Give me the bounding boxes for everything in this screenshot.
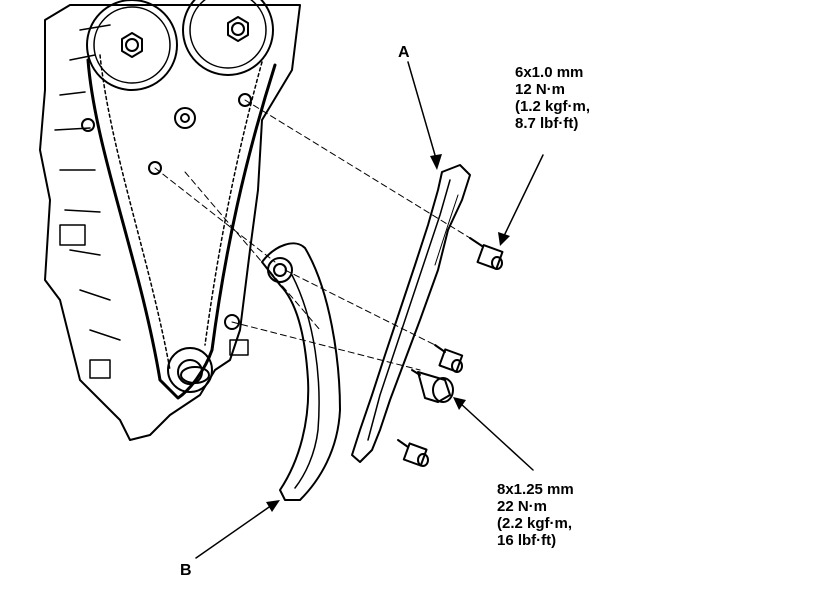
spec-top-thread: 6x1.0 mm [515, 64, 584, 81]
spec-top-torque-lbf: 8.7 lbf·ft) [515, 115, 579, 132]
intake-cam-sprocket [86, 0, 178, 91]
bolt-bottom [397, 439, 429, 467]
spec-top-leader [498, 154, 544, 246]
spec-bottom-leader [453, 397, 534, 471]
bolt-top [469, 237, 504, 270]
callout-b-label: B [180, 562, 192, 579]
chain-guide-a [351, 164, 471, 463]
spec-top-torque-kgf: (1.2 kgf·m, [515, 98, 591, 115]
block-bolt-holes [81, 93, 252, 330]
spec-bottom-thread: 8x1.25 mm [497, 481, 574, 498]
spec-top-block: 6x1.0 mm 12 N·m (1.2 kgf·m, 8.7 lbf·ft) [515, 64, 590, 132]
callout-a-label: A [398, 44, 410, 61]
bolt-middle [434, 344, 464, 373]
engine-block [39, 4, 301, 441]
tensioner-arm-b [261, 242, 341, 501]
spec-bottom-torque-nm: 22 N·m [497, 498, 548, 515]
callout-b-leader [195, 500, 280, 559]
spec-bottom-block: 8x1.25 mm 22 N·m (2.2 kgf·m, 16 lbf·ft) [497, 481, 574, 549]
crank-sprocket [167, 347, 213, 393]
exhaust-cam-sprocket [182, 0, 274, 76]
callout-a-leader [407, 61, 442, 170]
spec-bottom-torque-lbf: 16 lbf·ft) [497, 532, 557, 549]
alignment-lines [154, 99, 471, 371]
spec-bottom-torque-kgf: (2.2 kgf·m, [497, 515, 573, 532]
pivot-bolt [411, 369, 454, 403]
spec-top-torque-nm: 12 N·m [515, 81, 566, 98]
